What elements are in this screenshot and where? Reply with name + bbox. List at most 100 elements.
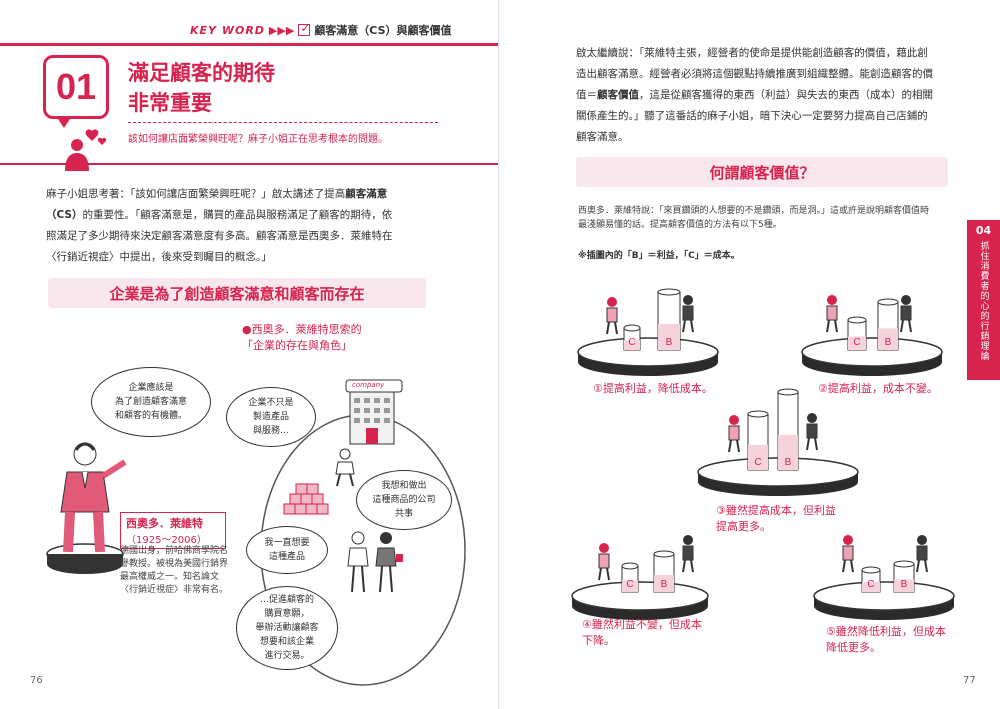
cyl-5c-fill: [862, 582, 880, 592]
person-2a-head: [827, 295, 837, 305]
method-2-label: ②提高利益，成本不變。: [818, 382, 938, 395]
cyl-4c-fill: [622, 580, 638, 592]
checkbox-icon: [298, 21, 310, 36]
cyl-4b-top: [653, 550, 675, 558]
right-paragraph: 啟太繼續說：「萊維特主張，經營者的使命是提供能創造顧客的價值，藉此創 造出顧客滿…: [576, 43, 966, 148]
method-3-label: ③雖然提高成本，但利益 提高更多。: [716, 503, 836, 535]
platform-top-5: [813, 581, 955, 611]
speech-bubble-2: 企業不只是 製造產品 與服務…: [226, 387, 316, 447]
right-line-5: 顧客滿意。: [576, 131, 629, 143]
chapter-number: 04: [975, 224, 992, 237]
left-bold-1: 顧客滿意: [345, 188, 388, 200]
person-5b-legs: [916, 559, 928, 573]
method-1-label: ①提高利益，降低成本。: [593, 382, 713, 395]
left-line-1: 麻子小姐思考著：「該如何讓店面繁榮興旺呢？」啟太講述了提高: [46, 188, 346, 200]
levitt-figure-icon: [46, 442, 127, 574]
keyword-topic: 顧客滿意（CS）與顧客價值: [314, 24, 452, 37]
cyl-2b-letter: B: [885, 337, 892, 348]
speech-bubble-3: 我想和做出 這種商品的公司 共事: [356, 470, 452, 530]
cyl-1b-fill: [658, 323, 680, 350]
person-2b-legs: [900, 319, 912, 333]
cyl-3b-letter: B: [785, 457, 792, 468]
person-3a-head: [729, 415, 739, 425]
right-line-1: 啟太繼續說：「萊維特主張，經營者的使命是提供能創造顧客的價值，藉此創: [576, 47, 928, 59]
person-4a-legs: [598, 567, 610, 581]
cyl-5b-fill: [894, 579, 914, 592]
person-4a-body: [598, 553, 610, 569]
worker-figure-icon: [335, 448, 355, 487]
person-4b-body: [682, 545, 694, 561]
cyl-3b-top: [777, 388, 799, 396]
keyword-tag: KEY WORD: [190, 23, 265, 37]
header-bottom-rule: [0, 163, 500, 165]
bio-box: 西奧多．萊維特 （1925〜2006）: [120, 512, 226, 549]
cyl-2c-top: [847, 316, 867, 324]
bio-name: 西奧多．萊維特: [126, 517, 203, 530]
person-1a-head: [607, 297, 617, 307]
right-small-text: 西奧多．萊維特說：「來買鑽頭的人想要的不是鑽頭，而是洞。」這或許是說明顧客價值時…: [578, 204, 958, 232]
speech-bubble-1: 企業應該是 為了創造顧客滿意 和顧客的有機體。: [91, 367, 211, 437]
method-3-line-2: 提高更多。: [716, 520, 771, 533]
cyl-4b-fill: [654, 574, 674, 592]
method-5-label: ⑤雖然降低利益，但成本 降低更多。: [826, 624, 946, 656]
person-3a-body: [728, 425, 740, 441]
method-4-line-2: 下降。: [582, 634, 615, 647]
method-3-line-1: ③雖然提高成本，但利益: [716, 504, 836, 517]
person-2b-head: [901, 295, 911, 305]
cyl-5b-top: [893, 560, 915, 568]
page-number-left: 76: [30, 675, 43, 686]
cyl-2b-top: [877, 298, 899, 306]
legend-note: ※插圖內的「B」＝利益，「C」＝成本。: [578, 251, 740, 261]
person-5a-head: [843, 535, 853, 545]
person-5b-head: [917, 535, 927, 545]
cyl-5c-letter: C: [867, 579, 874, 590]
left-bold-2: （CS）: [46, 209, 83, 221]
cyl-4c-letter: C: [626, 579, 633, 590]
cyl-5b-letter: B: [901, 579, 908, 590]
person-1a-body: [606, 307, 618, 323]
cyl-2c-fill: [848, 336, 866, 350]
right-line-3: ，這是從顧客獲得的東西（利益）與失去的東西（成本）的相關: [639, 89, 933, 101]
person-4b-head: [683, 535, 693, 545]
method-5-line-1: ⑤雖然降低利益，但成本: [826, 625, 946, 638]
person-1a-legs: [606, 321, 618, 335]
left-line-2: 的重要性。「顧客滿意是，購買的產品與服務滿足了顧客的期待，依: [82, 209, 393, 221]
left-line-4: 〈行銷近視症〉中提出，後來受到矚目的概念。」: [46, 251, 272, 263]
person-4b-legs: [682, 559, 694, 573]
cyl-3c-letter: C: [754, 457, 761, 468]
keyword-header: KEY WORD ▶▶▶ 顧客滿意（CS）與顧客價值: [190, 21, 452, 38]
chapter-title: 抓住消費者的心的行銷理論: [978, 241, 989, 361]
cyl-3c-fill: [748, 444, 768, 470]
speech-bubble-4: 我一直想要 這種產品: [246, 526, 328, 574]
bio-dates: （1925〜2006）: [126, 535, 207, 546]
platform-top-4: [571, 581, 709, 611]
caption-line-1: ●西奧多．萊維特思索的: [242, 323, 362, 336]
cyl-1b-top: [657, 288, 681, 296]
company-sign: company: [352, 381, 385, 389]
right-small-line-2: 最淺顯易懂的話。提高顧客價值的方法有以下5種。: [578, 220, 782, 230]
band-right-heading: 何謂顧客價值？: [576, 157, 948, 187]
page-number-right: 77: [963, 675, 976, 686]
cyl-3b-fill: [778, 434, 798, 470]
method-5-line-2: 降低更多。: [826, 641, 881, 654]
right-line-4: 關係產生的。」聽了這番話的麻子小姐，暗下決心一定要努力提高自己店鋪的: [576, 110, 928, 122]
section-subtitle: 該如何讓店面繁榮興旺呢？麻子小姐正在思考根本的問題。: [128, 134, 388, 145]
person-5a-body: [842, 545, 854, 561]
person-4a-head: [599, 543, 609, 553]
left-paragraph: 麻子小姐思考著：「該如何讓店面繁榮興旺呢？」啟太講述了提高顧客滿意 （CS）的重…: [46, 184, 466, 268]
cyl-2c-letter: C: [853, 337, 860, 348]
product-boxes-icon: [283, 483, 329, 515]
person-2b-body: [900, 305, 912, 321]
person-1b-body: [682, 305, 694, 321]
cyl-2b-fill: [878, 328, 898, 350]
band-left-heading: 企業是為了創造顧客滿意和顧客而存在: [48, 278, 426, 308]
arrows-icon: ▶▶▶: [268, 23, 295, 37]
company-building-icon: [345, 379, 403, 445]
person-hearts-icon: [65, 129, 107, 171]
person-3a-legs: [728, 439, 740, 453]
cyl-1c-fill: [624, 340, 640, 350]
title-line-1: 滿足顧客的期待: [128, 61, 275, 85]
person-1b-head: [683, 295, 693, 305]
diagram-caption: ●西奧多．萊維特思索的 「企業的存在與角色」: [242, 322, 362, 354]
speech-bubble-5: …促進顧客的 購買意願， 舉辦活動讓顧客 想要和該企業 進行交易。: [236, 586, 338, 670]
